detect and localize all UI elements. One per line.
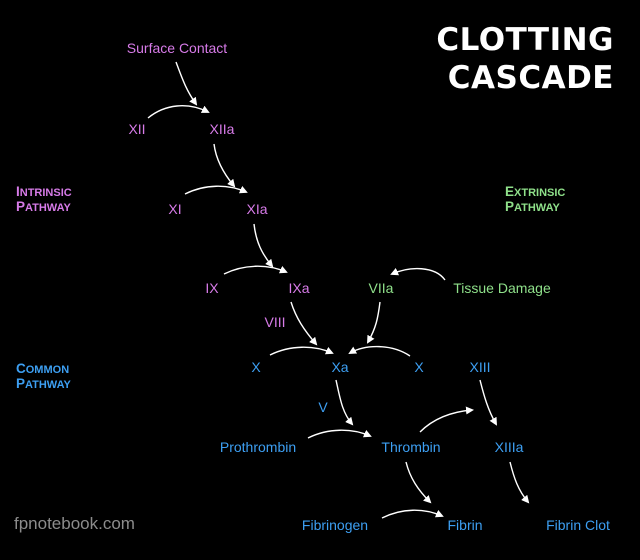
- arrow-ix-to-ixa: [223, 265, 288, 275]
- node-prothrombin: Prothrombin: [219, 439, 297, 455]
- source-watermark: fpnotebook.com: [14, 514, 135, 533]
- diagram-title-line2: CASCADE: [447, 60, 614, 96]
- node-surface-contact: Surface Contact: [126, 40, 228, 56]
- arrow-xii-to-xiia: [147, 105, 210, 119]
- node-factor-xia: XIa: [246, 201, 268, 217]
- arrow-xiia-to-xia: [213, 143, 236, 188]
- diagram-title-line1: CLOTTING: [436, 22, 614, 58]
- node-factor-xii: XII: [128, 121, 146, 137]
- arrow-xiiia-to-fibrin-clot: [509, 461, 530, 504]
- arrow-tissue-to-viia: [390, 267, 446, 281]
- arrow-viia-to-xa: [367, 301, 381, 344]
- node-factor-ix: IX: [205, 280, 219, 296]
- arrow-surface-to-xiia: [175, 61, 198, 106]
- arrow-fibrinogen-to-fibrin: [381, 509, 444, 519]
- node-factor-viii: VIII: [264, 314, 286, 330]
- extrinsic-pathway-label: EXTRINSIC PATHWAY: [505, 184, 566, 214]
- arrow-xright-to-xa: [348, 345, 411, 357]
- node-factor-viia: VIIa: [368, 280, 394, 296]
- common-pathway-label: COMMON PATHWAY: [16, 361, 71, 391]
- arrow-xia-to-ixa: [253, 223, 274, 268]
- node-fibrin-clot: Fibrin Clot: [546, 517, 610, 533]
- arrow-prothrombin-to-thrombin: [307, 429, 372, 439]
- node-factor-xiii: XIII: [469, 359, 491, 375]
- node-thrombin: Thrombin: [381, 439, 441, 455]
- arrow-xleft-to-xa: [269, 346, 334, 356]
- node-fibrin: Fibrin: [447, 517, 483, 533]
- arrow-xiii-to-xiiia: [479, 379, 497, 426]
- node-factor-x-left: X: [251, 359, 261, 375]
- node-factor-xiia: XIIa: [209, 121, 235, 137]
- arrow-thrombin-to-fibrin: [405, 461, 432, 504]
- arrow-thrombin-to-xiii: [419, 406, 474, 433]
- node-factor-x-right: X: [414, 359, 424, 375]
- arrow-xi-to-xia: [184, 185, 248, 195]
- node-factor-xiiia: XIIIa: [494, 439, 524, 455]
- node-factor-xi: XI: [168, 201, 182, 217]
- arrow-xa-to-thrombin: [335, 379, 354, 426]
- node-factor-ixa: IXa: [288, 280, 310, 296]
- node-tissue-damage: Tissue Damage: [453, 280, 551, 296]
- node-factor-xa: Xa: [331, 359, 349, 375]
- node-fibrinogen: Fibrinogen: [301, 517, 369, 533]
- arrow-ixa-to-xa: [290, 301, 318, 346]
- node-factor-v: V: [318, 399, 328, 415]
- intrinsic-pathway-label: INTRINSIC PATHWAY: [16, 184, 72, 214]
